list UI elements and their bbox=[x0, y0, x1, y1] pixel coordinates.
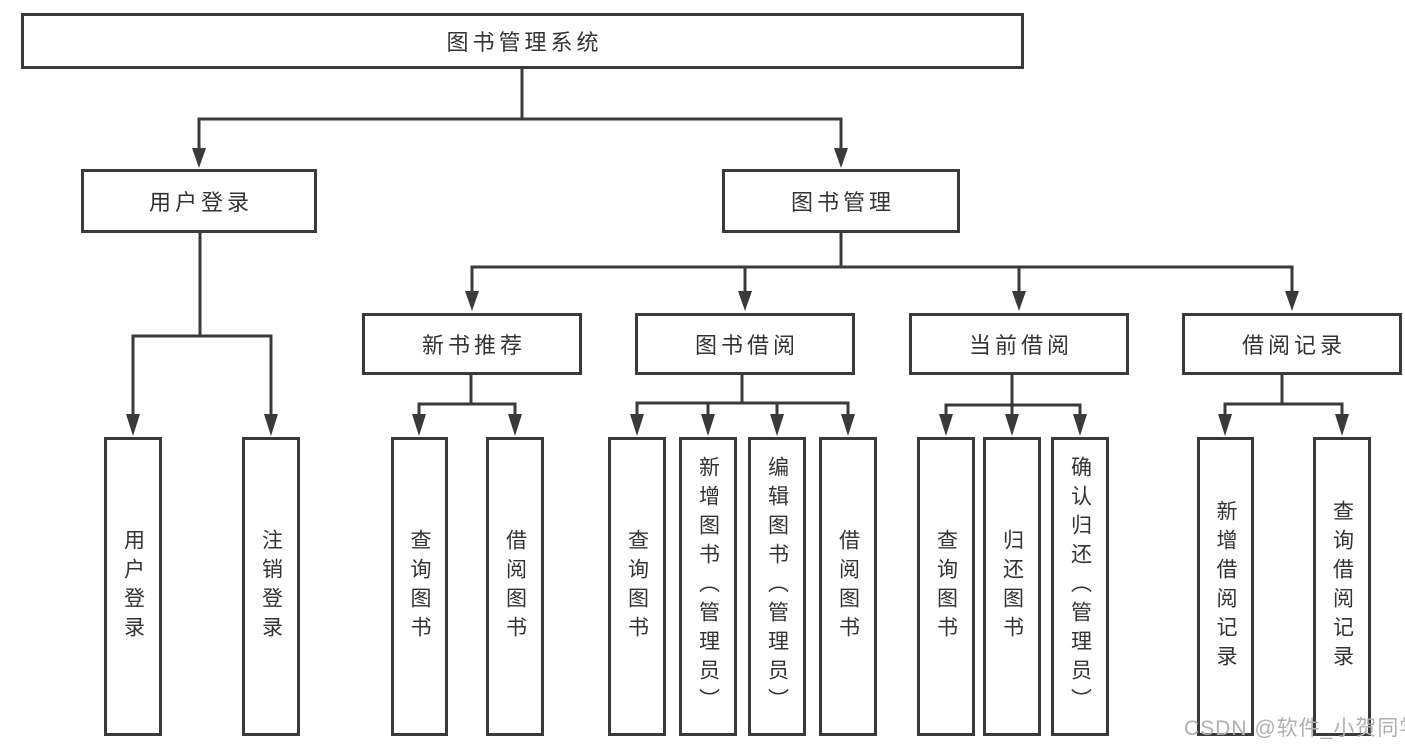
arrow-down-icon bbox=[412, 414, 426, 436]
node-recommend-query-books-label: 查询图书 bbox=[408, 528, 431, 645]
connector-user-login bbox=[131, 233, 273, 420]
node-records-add-record: 新增借阅记录 bbox=[1197, 437, 1254, 736]
node-borrowing-borrow-books: 借阅图书 bbox=[819, 437, 877, 736]
arrow-down-icon bbox=[770, 414, 784, 436]
node-borrowing-edit-books: 编辑图书（管理员） bbox=[748, 437, 806, 736]
node-borrowing-records: 借阅记录 bbox=[1182, 313, 1402, 375]
connector-new-book-recommend bbox=[417, 375, 517, 420]
arrow-down-icon bbox=[126, 414, 140, 436]
node-recommend-borrow-books-label: 借阅图书 bbox=[503, 528, 527, 645]
node-book-borrowing: 图书借阅 bbox=[635, 313, 855, 375]
arrow-down-icon bbox=[1012, 291, 1026, 311]
node-logout: 注销登录 bbox=[242, 437, 300, 736]
node-records-add-record-label: 新增借阅记录 bbox=[1214, 499, 1237, 674]
node-user-login-label: 用户登录 bbox=[148, 190, 253, 215]
node-new-book-recommend-label: 新书推荐 bbox=[421, 333, 526, 358]
node-recommend-borrow-books: 借阅图书 bbox=[486, 437, 544, 736]
node-user-login-leaf-label: 用户登录 bbox=[121, 528, 145, 645]
arrow-down-icon bbox=[834, 148, 848, 168]
node-current-confirm-return: 确认归还（管理员） bbox=[1051, 437, 1109, 736]
node-current-borrowing-label: 当前借阅 bbox=[968, 333, 1073, 358]
arrow-down-icon bbox=[630, 414, 644, 436]
arrow-down-icon bbox=[1005, 414, 1019, 436]
csdn-watermark: CSDN @软件_小贺同学 bbox=[1184, 717, 1405, 740]
node-user-login-leaf: 用户登录 bbox=[104, 437, 162, 736]
node-borrowing-borrow-books-label: 借阅图书 bbox=[836, 528, 860, 645]
arrow-down-icon bbox=[738, 291, 752, 311]
node-borrowing-edit-books-label: 编辑图书（管理员） bbox=[765, 456, 789, 717]
connector-current-borrowing bbox=[944, 375, 1082, 420]
arrow-down-icon bbox=[1218, 414, 1232, 436]
node-user-login: 用户登录 bbox=[81, 169, 317, 233]
node-book-management: 图书管理 bbox=[722, 169, 960, 233]
node-borrowing-query-books: 查询图书 bbox=[608, 437, 666, 736]
connector-borrowing-records bbox=[1223, 375, 1344, 420]
arrow-down-icon bbox=[1285, 291, 1299, 311]
node-current-return-books-label: 归还图书 bbox=[1000, 528, 1024, 645]
arrow-down-icon bbox=[264, 414, 278, 436]
node-logout-label: 注销登录 bbox=[259, 528, 283, 645]
arrow-down-icon bbox=[939, 414, 953, 436]
node-borrowing-add-books-label: 新增图书（管理员） bbox=[696, 456, 720, 717]
node-current-borrowing: 当前借阅 bbox=[909, 313, 1129, 375]
connector-root bbox=[197, 68, 843, 148]
node-current-return-books: 归还图书 bbox=[983, 437, 1041, 736]
node-records-query-record: 查询借阅记录 bbox=[1313, 437, 1371, 736]
node-current-query-books: 查询图书 bbox=[917, 437, 975, 736]
arrow-down-icon bbox=[1335, 414, 1349, 436]
node-current-confirm-return-label: 确认归还（管理员） bbox=[1068, 456, 1092, 717]
node-root-label: 图书管理系统 bbox=[446, 30, 603, 55]
connector-book-borrowing bbox=[635, 375, 850, 420]
node-borrowing-records-label: 借阅记录 bbox=[1241, 333, 1346, 358]
arrow-down-icon bbox=[1073, 414, 1087, 436]
node-borrowing-add-books: 新增图书（管理员） bbox=[679, 437, 737, 736]
arrow-down-icon bbox=[701, 414, 715, 436]
node-root: 图书管理系统 bbox=[21, 13, 1024, 69]
node-borrowing-query-books-label: 查询图书 bbox=[625, 528, 649, 645]
node-book-management-label: 图书管理 bbox=[790, 190, 895, 215]
node-records-query-record-label: 查询借阅记录 bbox=[1330, 499, 1354, 674]
node-book-borrowing-label: 图书借阅 bbox=[694, 333, 799, 358]
node-current-query-books-label: 查询图书 bbox=[934, 528, 958, 645]
node-recommend-query-books: 查询图书 bbox=[391, 437, 448, 736]
node-new-book-recommend: 新书推荐 bbox=[362, 313, 582, 375]
arrow-down-icon bbox=[508, 414, 522, 436]
connector-book-management bbox=[470, 233, 1294, 294]
arrow-down-icon bbox=[841, 414, 855, 436]
arrow-down-icon bbox=[465, 291, 479, 311]
arrow-down-icon bbox=[192, 148, 206, 168]
